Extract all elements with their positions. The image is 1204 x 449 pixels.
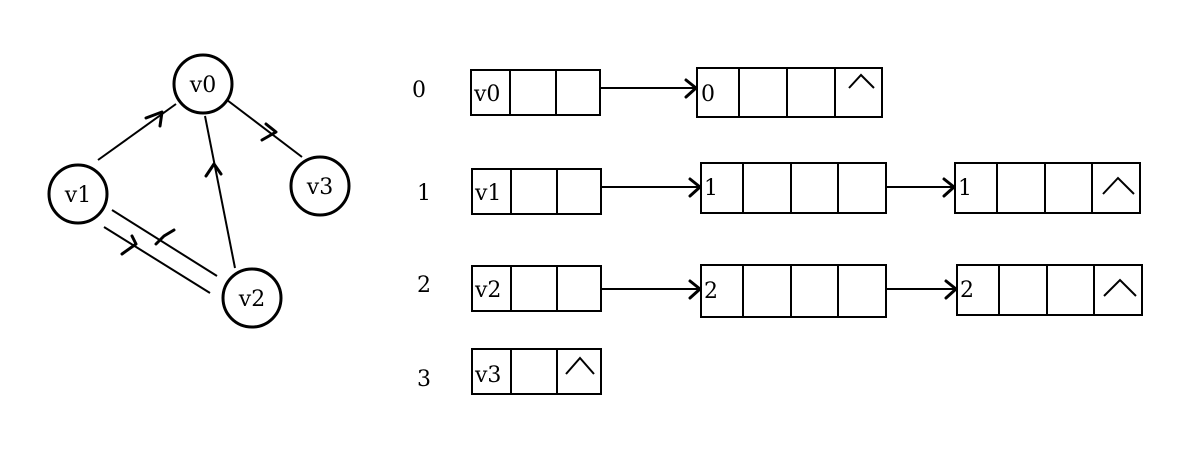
arc-label-2-0: 2: [704, 279, 718, 304]
head-node-3: v3: [471, 348, 602, 395]
adjacency-list: 0 v0 0 1: [412, 67, 1143, 395]
list-row-1: 1 v1 1 1: [417, 162, 1141, 215]
node-v3: v3: [289, 155, 351, 217]
arc-label-0-0: 0: [701, 82, 715, 107]
edge-v1-v2: [103, 226, 211, 294]
node-v0-label: v0: [189, 73, 216, 98]
head-node-0: v0: [470, 69, 601, 116]
arc-node-0-0: 0: [696, 67, 883, 118]
node-v0: v0: [172, 53, 234, 115]
list-row-2: 2 v2 2 2: [417, 264, 1143, 318]
edge-v0-v3: [226, 99, 303, 158]
null-pointer-icon: [565, 356, 595, 375]
head-label-2: v2: [474, 278, 501, 303]
head-node-2: v2: [471, 265, 602, 312]
edge-v1-v2-arrowhead: [120, 234, 138, 256]
edge-v2-v1: [111, 209, 218, 277]
arc-node-2-1: 2: [956, 264, 1143, 316]
null-pointer-icon: [1102, 176, 1135, 195]
node-v1-label: v1: [64, 183, 91, 208]
row-index-3: 3: [417, 367, 431, 392]
edge-v1-v0: [97, 103, 177, 161]
edge-v2-v1-arrowhead: [154, 228, 176, 246]
list-row-3: 3 v3: [417, 348, 602, 395]
head-node-1: v1: [471, 168, 602, 215]
head-label-3: v3: [474, 363, 501, 388]
list-row-0: 0 v0 0: [412, 67, 883, 118]
arc-node-2-0: 2: [700, 264, 887, 318]
arc-node-1-1: 1: [954, 162, 1141, 214]
edge-v1-v0-arrowhead: [144, 110, 164, 128]
row-index-0: 0: [412, 78, 426, 103]
arc-label-1-0: 1: [704, 176, 718, 201]
edge-v0-v3-arrowhead: [260, 122, 278, 142]
arc-label-2-1: 2: [960, 278, 974, 303]
node-v1: v1: [47, 163, 109, 225]
node-v2-label: v2: [238, 287, 265, 312]
node-v2: v2: [221, 267, 283, 329]
head-label-0: v0: [473, 82, 500, 107]
arc-label-1-1: 1: [958, 176, 972, 201]
arc-node-1-0: 1: [700, 162, 887, 214]
edge-v2-v0: [204, 115, 236, 269]
row-index-1: 1: [417, 181, 431, 206]
row-index-2: 2: [417, 273, 431, 298]
null-pointer-icon: [848, 73, 875, 89]
node-v3-label: v3: [306, 175, 333, 200]
head-label-1: v1: [474, 181, 501, 206]
edge-v2-v0-arrowhead: [204, 162, 223, 178]
graph: v0 v1 v2 v3: [47, 53, 351, 329]
null-pointer-icon: [1103, 278, 1137, 297]
